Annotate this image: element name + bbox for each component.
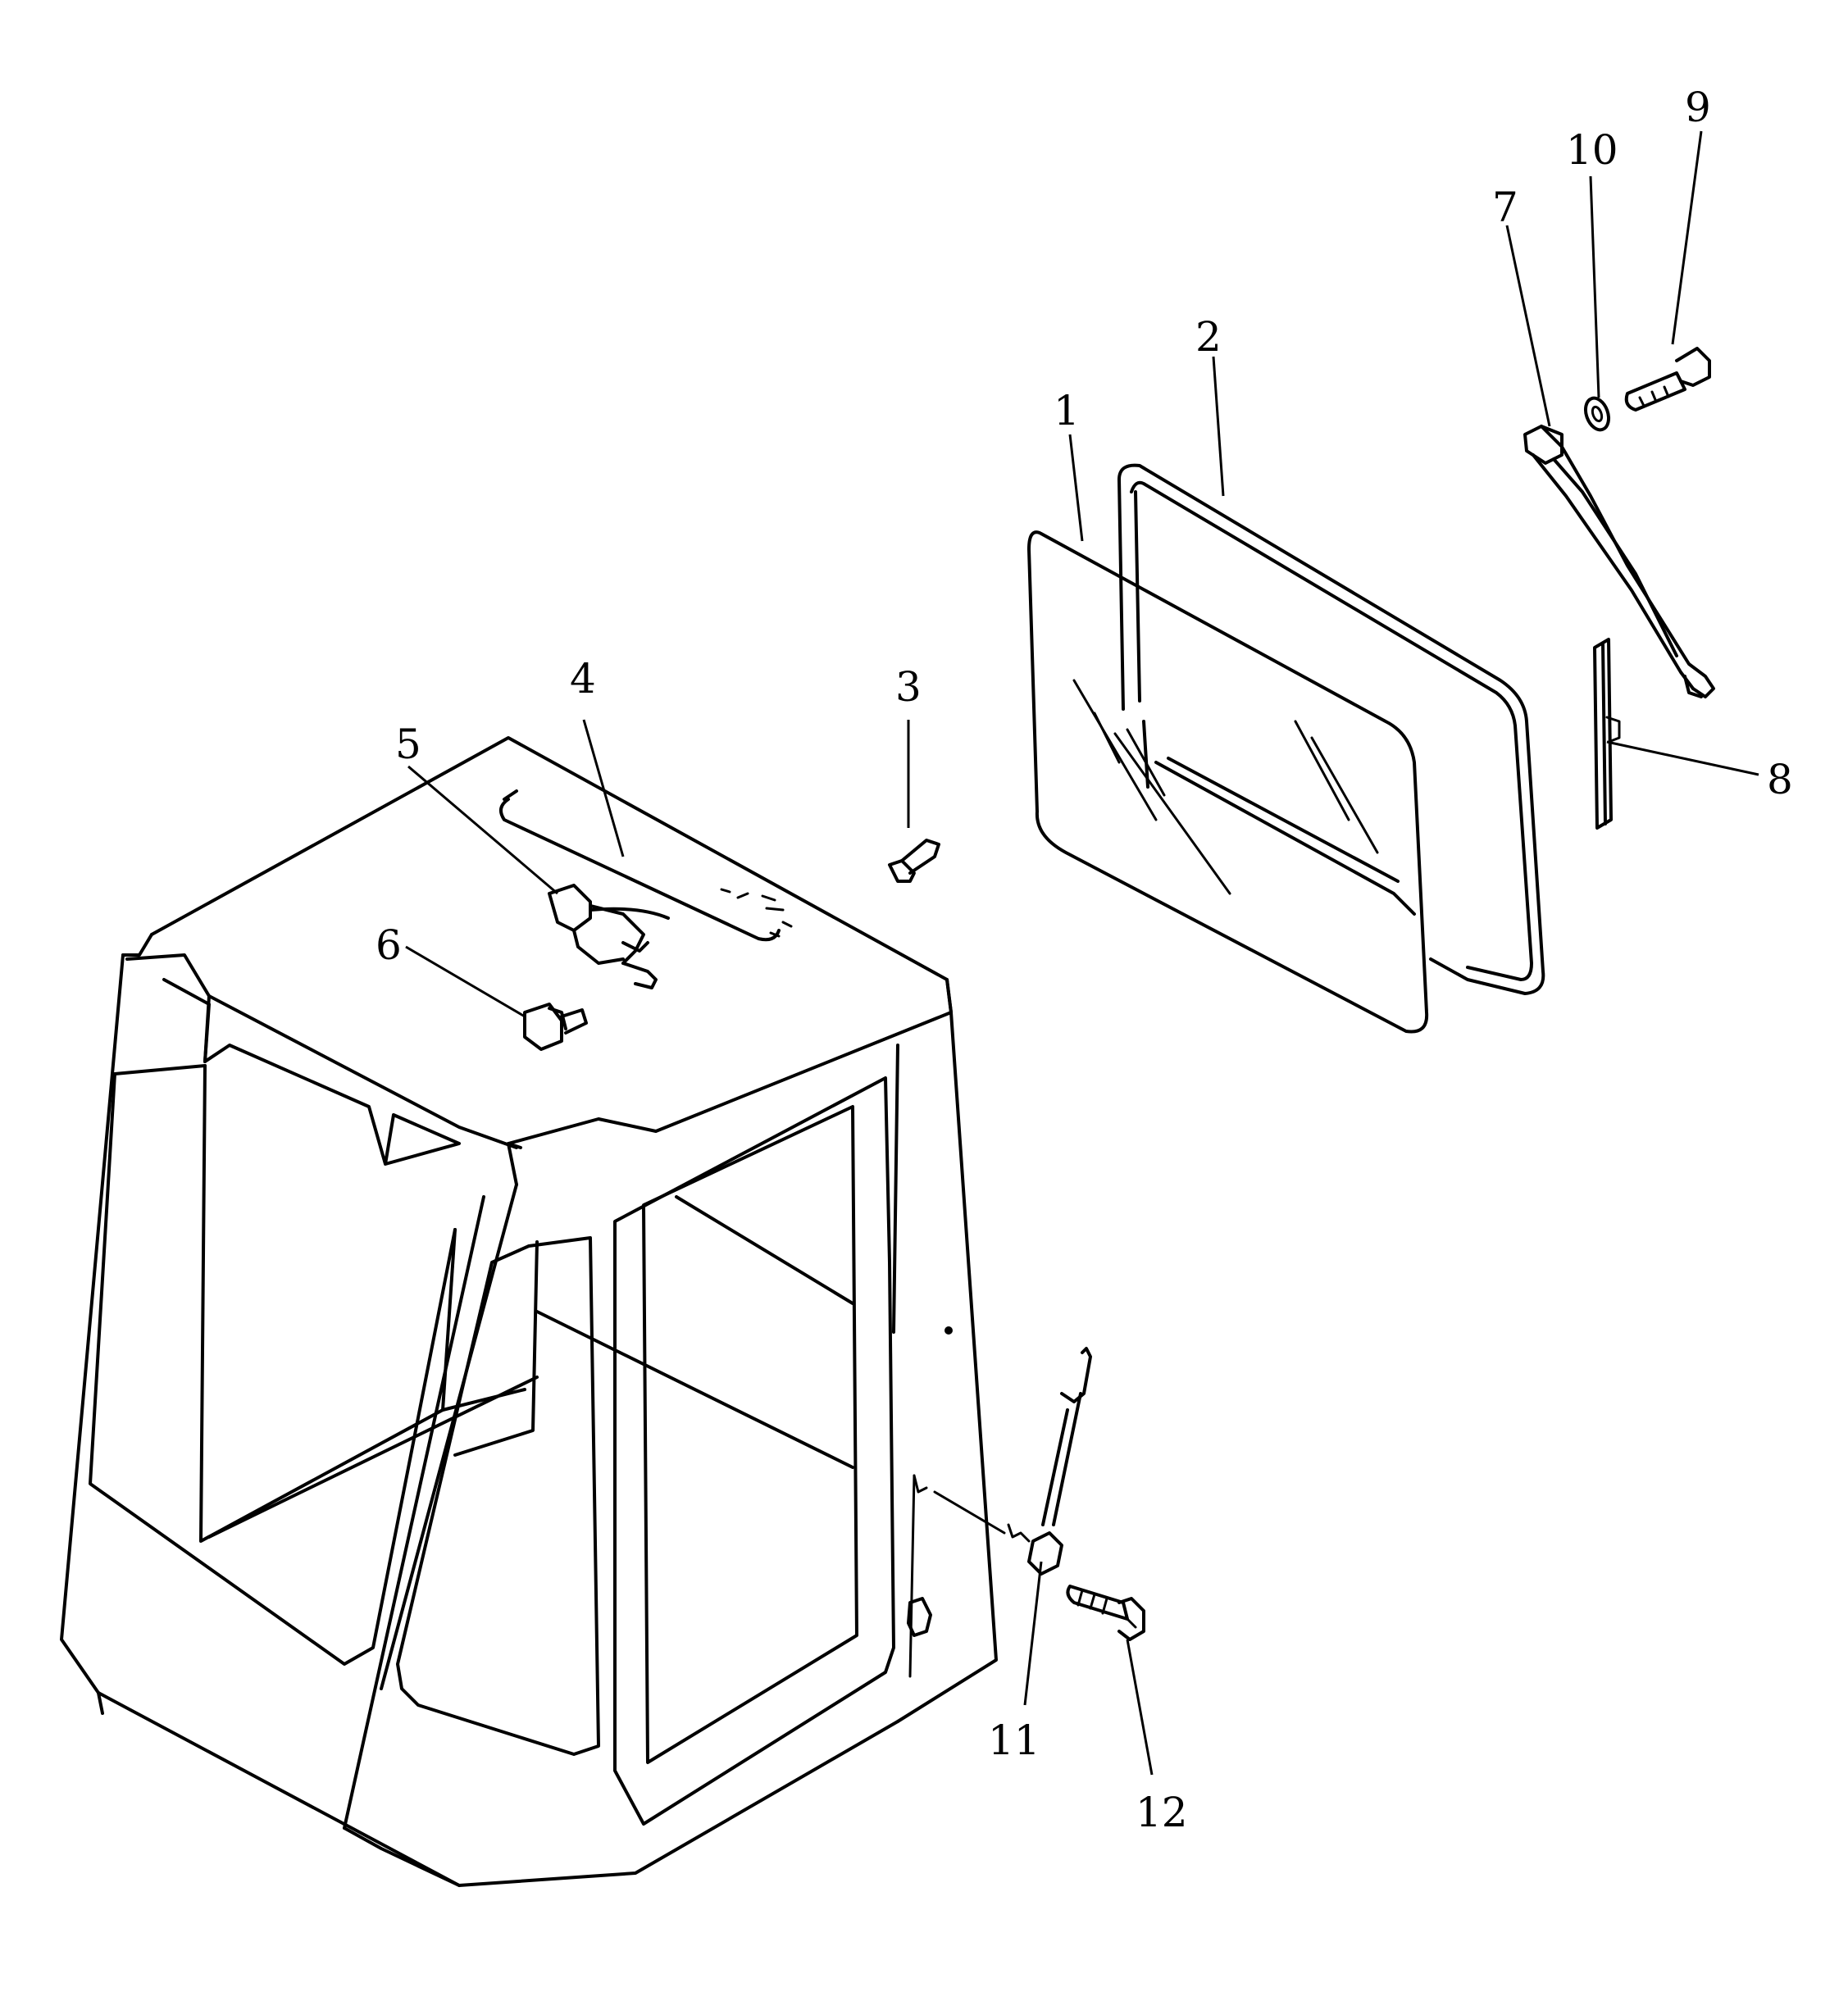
wiper-motor [548,884,670,989]
cab-body [60,736,998,1887]
callout-3: 3 [895,663,922,711]
callout-4: 4 [570,655,596,703]
callout-7: 7 [1492,184,1518,231]
washer-hose [499,789,793,942]
callout-5: 5 [395,721,421,768]
washer-10 [1583,396,1611,432]
callout-11: 11 [988,1717,1040,1764]
callout-10: 10 [1566,126,1618,174]
bolt-6 [523,1003,588,1051]
screw-3 [888,839,940,883]
window-glass [1027,530,1429,1034]
wiper-blade [1593,638,1621,830]
bolt-12 [1066,1585,1145,1641]
callout-12: 12 [1136,1789,1188,1836]
retainer-11 [907,1347,1092,1678]
callout-2: 2 [1195,313,1222,361]
wiper-arm [1523,425,1715,698]
callout-6: 6 [376,921,402,969]
leader-lines [405,130,1759,1776]
callout-labels: 1 2 3 4 5 6 7 8 9 10 11 12 [376,84,1793,1836]
weatherstrip [1117,463,1545,995]
bolt-9 [1624,347,1711,412]
callout-9: 9 [1685,84,1711,131]
callout-8: 8 [1767,756,1793,803]
callout-1: 1 [1054,387,1080,434]
